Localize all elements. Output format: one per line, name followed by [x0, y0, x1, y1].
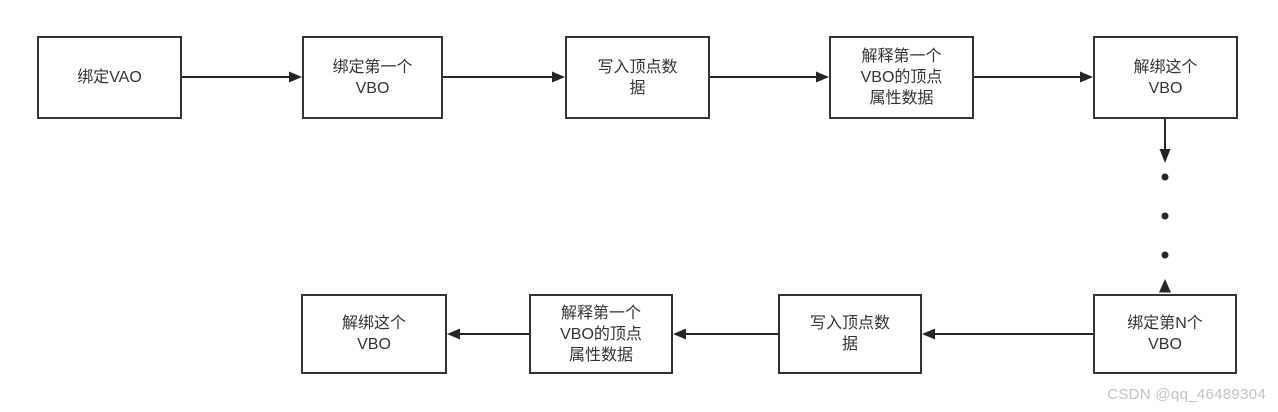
csdn-watermark: CSDN @qq_46489304	[1107, 386, 1266, 403]
arrow-write-vertex-data-to-explain-attrs	[710, 71, 829, 83]
arrow-explain-attrs-to-unbind-vbo-bottom	[447, 328, 529, 340]
arrowhead-into-bind-nth-vbo	[1159, 279, 1171, 293]
flow-node-bind-first-vbo: 绑定第一个 VBO	[302, 36, 443, 119]
arrow-bind-vao-to-bind-first-vbo	[182, 71, 302, 83]
flow-node-bind-nth-vbo: 绑定第N个 VBO	[1093, 294, 1237, 374]
flow-node-explain-first-vbo-attrs-top: 解释第一个 VBO的顶点 属性数据	[829, 36, 974, 119]
arrow-unbind-vbo-down	[1159, 119, 1171, 163]
arrow-bind-first-vbo-to-write-vertex-data	[443, 71, 565, 83]
flow-node-bind-vao: 绑定VAO	[37, 36, 182, 119]
ellipsis-dots	[1161, 173, 1169, 259]
arrow-write-vertex-data-to-explain-attrs-bottom	[673, 328, 778, 340]
arrow-bind-nth-vbo-to-write-vertex-data	[922, 328, 1093, 340]
flow-node-unbind-this-vbo-bottom: 解绑这个 VBO	[301, 294, 447, 374]
flow-node-write-vertex-data-bottom: 写入顶点数 据	[778, 294, 922, 374]
flow-node-write-vertex-data-top: 写入顶点数 据	[565, 36, 710, 119]
arrow-explain-attrs-to-unbind-vbo	[974, 71, 1093, 83]
flow-node-unbind-this-vbo-top: 解绑这个 VBO	[1093, 36, 1238, 119]
flow-node-explain-first-vbo-attrs-bottom: 解释第一个 VBO的顶点 属性数据	[529, 294, 673, 374]
